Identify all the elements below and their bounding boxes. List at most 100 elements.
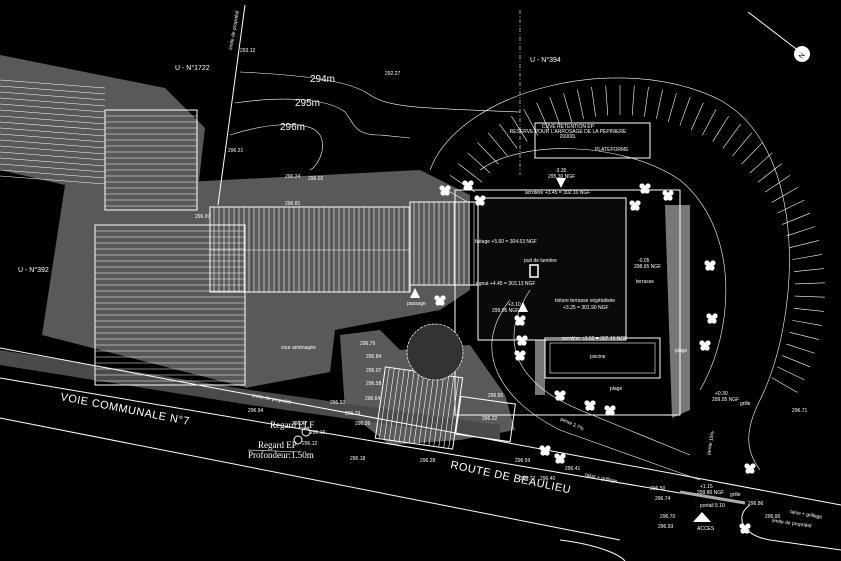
spot-height-label: 292.27: [385, 71, 401, 77]
spot-height-label: 296.47: [292, 421, 308, 427]
tree-icon: [539, 445, 551, 456]
pool: [544, 337, 661, 379]
contour-294: [239, 71, 521, 113]
tree-icon: [704, 260, 716, 271]
spot-height-label: 296.19: [345, 411, 361, 417]
spot-height-label: 296.71: [792, 408, 808, 414]
house-outline: [454, 189, 681, 416]
neighbor-roof-hatching: [0, 79, 246, 386]
property-line-west: [217, 4, 246, 206]
road-label-voie: VOIE COMMUNALE N°7: [59, 391, 190, 428]
tree-icon: [662, 190, 674, 201]
puit-label: puit de lumière: [524, 258, 557, 264]
spot-height-label: 293.12: [240, 48, 256, 54]
skylight: [529, 264, 539, 278]
embankment-arc-inner: [479, 148, 727, 391]
tree-icon: [699, 340, 711, 351]
egout-label: égout +4.45 = 303.13 NGF: [476, 281, 536, 287]
limite-label-2: limite de propriété: [772, 518, 812, 530]
spot-height-label: 296.18: [350, 456, 366, 462]
spot-height-label: 296.84: [366, 354, 382, 360]
tree-icon: [744, 463, 756, 474]
grille-label-1: grille: [730, 492, 741, 498]
retention-tank: [534, 122, 651, 159]
regard-ep: [293, 435, 303, 445]
embankment-ticks: [442, 85, 825, 393]
faitage-label: faitage +5.60 = 304.53 NGF: [475, 239, 537, 245]
acrotere-top: acrotère +3.45 = 302.10 NGF: [525, 190, 590, 196]
tree-icon: [604, 405, 616, 416]
cour-label: cour aménagée: [281, 345, 316, 351]
spot-height-label: 296.90: [765, 514, 781, 520]
level-right-ngf: 299.05 NGF: [712, 397, 739, 403]
neighbor-roof-south: [94, 224, 246, 386]
tree-icon: [584, 400, 596, 411]
plage-strip-fill: [535, 340, 545, 395]
spot-height-label: 296.70: [660, 514, 676, 520]
tree-icon: [739, 523, 751, 534]
contour-295: [234, 98, 411, 139]
toiture-level: +3.25 = 301.90 NGF: [563, 305, 609, 311]
spot-height-label: 296.41: [565, 466, 581, 472]
tree-icon: [516, 335, 528, 346]
spot-height-label: 296.21: [228, 148, 244, 154]
road-edge-4: [559, 539, 626, 561]
level-top: -3.35: [555, 168, 567, 174]
spot-height-label: 296.81: [285, 201, 301, 207]
level-marker-mid: [518, 302, 528, 312]
tree-icon: [554, 390, 566, 401]
spot-height-label: 296.02: [308, 176, 324, 182]
terrasse-level: -0.05: [638, 258, 650, 264]
limite-label-3: limite de propriété: [228, 10, 241, 50]
wall-strip-fill: [665, 205, 690, 418]
spot-height-label: 296.85: [488, 393, 504, 399]
spot-height-label: 296.79: [360, 341, 376, 347]
toiture-label: toiture terrasse végétalisée: [555, 298, 615, 304]
access-grille: [679, 490, 746, 505]
level-mid: +3.10: [508, 302, 521, 308]
tree-icon: [434, 295, 446, 306]
spot-height-label: 296.59: [515, 458, 531, 464]
spot-height-label: 296.77: [520, 476, 536, 482]
road-edge-1: [0, 347, 841, 506]
acces-marker[interactable]: [693, 512, 711, 522]
acces-level: +1.15: [700, 484, 713, 490]
road-edge-3: [0, 417, 621, 541]
passage-marker: [410, 288, 420, 298]
large-tree: [406, 323, 464, 381]
spot-height-label: 296.97: [195, 214, 211, 220]
regard-elf-label: Regard ELF: [270, 420, 314, 430]
spot-height-label: 296.50: [330, 400, 346, 406]
plage-label-2: plage: [675, 348, 687, 354]
passage-label: passage: [407, 301, 426, 307]
plage-label: plage: [610, 386, 622, 392]
tree-icon: [514, 350, 526, 361]
level-mid-ngf: 299.05 NGF: [492, 308, 519, 314]
spot-height-label: 296.12: [302, 441, 318, 447]
pool-inner: [549, 342, 656, 374]
plateforme-label: PLATEFORME: [595, 147, 629, 153]
spot-height-label: 296.28: [420, 458, 436, 464]
tree-icon: [554, 453, 566, 464]
acrotere-bottom: acrotère +3.60 = 302.10 NGF: [562, 336, 627, 342]
spot-height-label: 296.26: [355, 421, 371, 427]
spot-height-label: 296.86: [748, 501, 764, 507]
tank-subtitle: RESERVE POUR L'ARROSAGE DE LA PEPINIERE: [510, 129, 627, 135]
spot-height-label: 296.94: [248, 408, 264, 414]
talus-label: talus + grillage: [585, 472, 618, 485]
level-top-ngf: 295.30 NGF: [548, 174, 575, 180]
north-arrow-icon: N: [747, 11, 810, 62]
small-roof-hatching: [379, 367, 459, 449]
acces-label[interactable]: ACCES: [697, 526, 715, 532]
piscine-label: piscine: [590, 354, 606, 360]
spot-height-label: 296.07: [366, 368, 382, 374]
spot-height-label: 296.58: [366, 381, 382, 387]
contour-label-295: 295m: [295, 98, 320, 109]
tree-icon: [439, 185, 451, 196]
regard-ep-label: Regard EP: [258, 440, 297, 450]
spot-height-label: 296.93: [658, 524, 674, 530]
grille-label-2: grille: [740, 401, 751, 407]
regard-ep-underline: [247, 449, 301, 453]
